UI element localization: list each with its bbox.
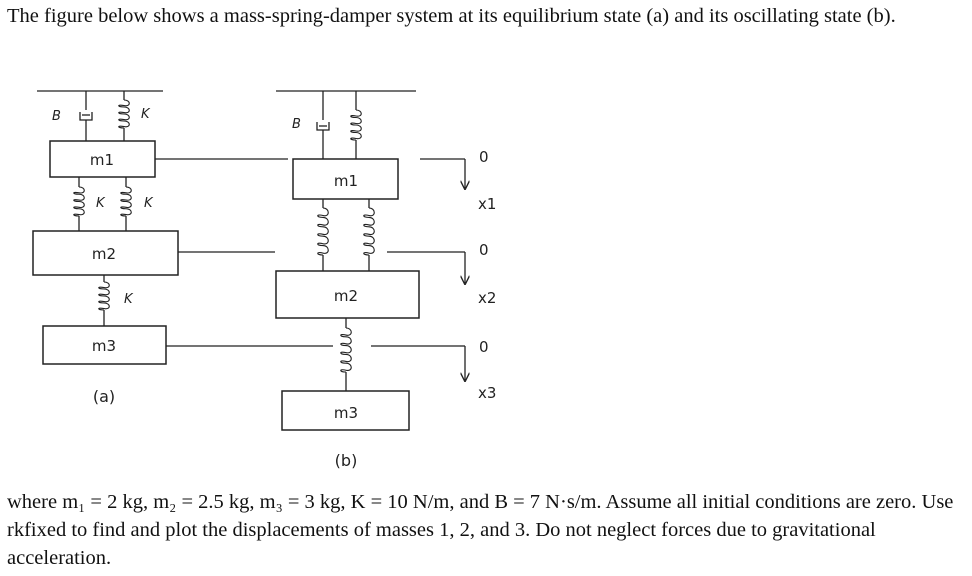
spring-a-mid-right: K xyxy=(120,177,154,231)
displacement-label-x2: x2 xyxy=(478,289,496,307)
displacement-label-x1: x1 xyxy=(478,195,496,213)
mass-spring-damper-figure: B K m1 K K m2 K m3 (a) xyxy=(32,90,496,470)
spring-b-mid-left xyxy=(317,199,329,271)
spring-label-a2: K xyxy=(96,196,106,211)
mass-label-m1-a: m1 xyxy=(90,151,114,169)
spring-label-a1: K xyxy=(141,107,151,122)
mass-m2-a xyxy=(32,230,179,276)
mass-label-m2-b: m2 xyxy=(334,287,358,305)
spring-label-a3: K xyxy=(144,196,154,211)
mass-m3-b xyxy=(281,390,410,431)
caption-b: (b) xyxy=(335,451,358,470)
caption-a: (a) xyxy=(93,387,115,406)
intro-text: The figure below shows a mass-spring-dam… xyxy=(7,5,896,27)
spring-b-mid-right xyxy=(363,199,375,271)
spring-b-bottom xyxy=(340,318,352,391)
mass-label-m2-a: m2 xyxy=(92,245,116,263)
zero-label-x2: 0 xyxy=(479,241,489,259)
mass-label-m3-b: m3 xyxy=(334,404,358,422)
mass-m1-b xyxy=(292,158,399,200)
damper-label-a: B xyxy=(52,109,61,124)
spring-a-top: K xyxy=(118,91,151,141)
problem-text: where m₁ = 2 kg, m₂ = 2.5 kg, m₃ = 3 kg,… xyxy=(7,491,954,569)
spring-label-a4: K xyxy=(124,292,134,307)
mass-label-m1-b: m1 xyxy=(334,172,358,190)
spring-b-top xyxy=(350,91,362,159)
damper-a: B xyxy=(52,91,93,141)
mass-m1-a xyxy=(49,140,156,178)
damper-label-b: B xyxy=(292,117,301,132)
damper-b: B xyxy=(292,91,330,159)
mass-m2-b xyxy=(275,270,420,319)
spring-a-bottom: K xyxy=(98,275,134,326)
displacement-label-x3: x3 xyxy=(478,384,496,402)
mass-m3-a xyxy=(42,325,167,365)
mass-label-m3-a: m3 xyxy=(92,337,116,355)
zero-label-x3: 0 xyxy=(479,338,489,356)
zero-label-x1: 0 xyxy=(479,148,489,166)
spring-a-mid-left: K xyxy=(73,177,106,231)
